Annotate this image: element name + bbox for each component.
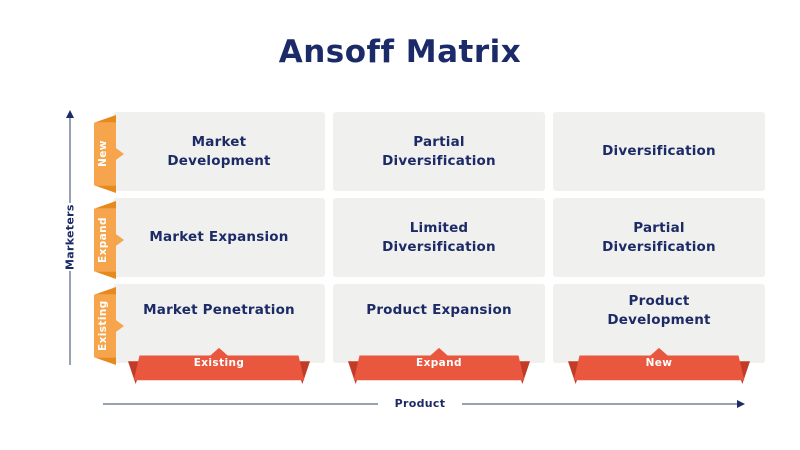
col-ribbon-label: Expand (416, 357, 462, 369)
row-ribbon-expand: Expand (90, 199, 124, 281)
vertical-ribbon-icon (94, 286, 124, 366)
col-ribbon-label: New (645, 357, 673, 369)
matrix-cell-partial-diversification-top: Partial Diversification (333, 112, 545, 191)
vertical-ribbon-icon (94, 114, 124, 194)
y-axis-label: Marketers (60, 203, 80, 271)
row-ribbon-label: Existing (97, 300, 109, 352)
x-axis-label: Product (378, 395, 462, 412)
row-ribbon-label: New (97, 140, 109, 168)
horizontal-ribbon-icon (128, 347, 310, 384)
col-ribbon-expand: Expand (348, 346, 530, 384)
x-axis-arrow-icon (737, 400, 745, 408)
row-ribbon-label: Expand (97, 217, 109, 263)
col-ribbon-existing: Existing (128, 346, 310, 384)
matrix-cell-diversification: Diversification (553, 112, 765, 191)
matrix-cell-market-expansion: Market Expansion (113, 198, 325, 277)
horizontal-ribbon-icon (568, 347, 750, 384)
matrix-cell-market-development: Market Development (113, 112, 325, 191)
matrix-cell-product-expansion: Product Expansion (333, 284, 545, 363)
horizontal-ribbon-icon (348, 347, 530, 384)
row-ribbon-new: New (90, 113, 124, 195)
matrix-cell-limited-diversification: Limited Diversification (333, 198, 545, 277)
col-ribbon-label: Existing (193, 357, 245, 369)
row-ribbon-existing: Existing (90, 285, 124, 367)
col-ribbon-new: New (568, 346, 750, 384)
matrix-cell-partial-diversification-mid: Partial Diversification (553, 198, 765, 277)
vertical-ribbon-icon (94, 200, 124, 280)
page-title: Ansoff Matrix (278, 34, 522, 70)
y-axis-arrow-icon (66, 110, 74, 118)
